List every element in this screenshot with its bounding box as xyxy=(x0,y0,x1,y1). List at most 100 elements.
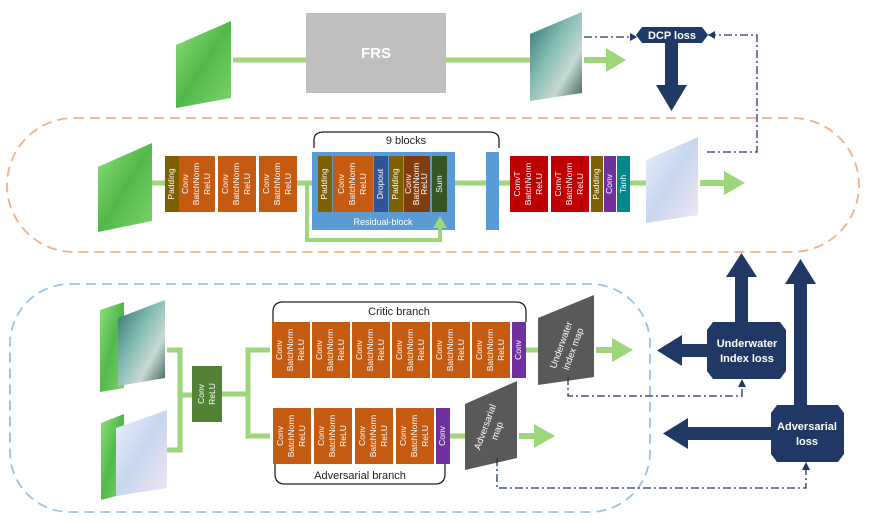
svg-text:ReLU: ReLU xyxy=(358,173,368,195)
residual-conv-block-1: Conv BatchNorm ReLU xyxy=(333,156,373,212)
svg-text:Conv: Conv xyxy=(354,339,364,360)
adversarial-branch-bracket xyxy=(274,464,446,485)
frs-to-loss-arrow xyxy=(584,48,626,72)
svg-text:ReLU: ReLU xyxy=(242,173,252,195)
svg-text:Dropout: Dropout xyxy=(375,168,385,199)
generator-output-image xyxy=(646,137,698,223)
svg-text:Conv: Conv xyxy=(220,173,230,194)
disc-input-image-enhanced xyxy=(101,410,167,500)
svg-text:Conv: Conv xyxy=(357,425,367,446)
svg-text:ReLU: ReLU xyxy=(416,339,426,361)
svg-text:BatchNorm: BatchNorm xyxy=(409,415,419,458)
svg-text:BatchNorm: BatchNorm xyxy=(325,329,335,372)
svg-text:ReLU: ReLU xyxy=(575,173,585,195)
svg-text:ReLU: ReLU xyxy=(338,425,348,447)
residual-skip-connection xyxy=(305,183,442,242)
underwater-map-output-arrow xyxy=(596,338,633,362)
svg-text:BatchNorm: BatchNorm xyxy=(445,329,455,372)
residual-block: Padding Conv BatchNorm ReLU Dropout Padd… xyxy=(312,152,455,230)
svg-text:BatchNorm: BatchNorm xyxy=(485,329,495,372)
adversarial-map: Adversarial map xyxy=(465,381,517,470)
svg-text:Conv: Conv xyxy=(513,339,523,360)
critic-conv-block-3: Conv BatchNorm ReLU xyxy=(352,322,390,378)
svg-text:BatchNorm: BatchNorm xyxy=(327,415,337,458)
map-to-loss-dashdot-links xyxy=(496,377,807,489)
svg-text:ReLU: ReLU xyxy=(336,339,346,361)
svg-text:ReLU: ReLU xyxy=(296,339,306,361)
dcp-dashdot-arrowhead-right xyxy=(708,31,715,39)
svg-text:Padding: Padding xyxy=(390,168,400,199)
svg-text:Padding: Padding xyxy=(166,168,176,199)
svg-text:Conv: Conv xyxy=(474,339,484,360)
generator-conv-block-3: Conv BatchNorm ReLU xyxy=(259,156,297,212)
nine-blocks-bracket xyxy=(313,131,500,148)
svg-text:ReLU: ReLU xyxy=(419,173,429,195)
adversarial-loss-label-1: Adversarial xyxy=(777,421,837,433)
frs-input-image xyxy=(176,21,231,108)
underwater-loss-to-generator-arrow xyxy=(726,253,757,322)
adversarial-loss-to-generator-arrow xyxy=(785,259,816,405)
adversarial-loss-box: Adversarial loss xyxy=(771,405,844,462)
dcp-loss-box: DCP loss xyxy=(636,27,708,43)
adversarial-map-output-arrow xyxy=(519,424,555,448)
svg-text:ConvT: ConvT xyxy=(553,171,563,196)
svg-text:ReLU: ReLU xyxy=(379,425,389,447)
svg-text:Conv: Conv xyxy=(394,339,404,360)
disc-input-arrows xyxy=(167,347,192,453)
svg-text:BatchNorm: BatchNorm xyxy=(564,163,574,206)
disc-branch-arrows xyxy=(222,347,270,439)
frs-output-image xyxy=(530,12,582,101)
svg-text:Conv: Conv xyxy=(261,173,271,194)
adv-conv-block-4: Conv BatchNorm ReLU xyxy=(396,408,434,464)
critic-branch-label: Critic branch xyxy=(368,306,430,318)
discriminator-outline xyxy=(9,283,651,513)
generator-convt-block-2: ConvT BatchNorm ReLU xyxy=(551,156,589,212)
svg-text:Sum: Sum xyxy=(434,175,444,192)
svg-text:BatchNorm: BatchNorm xyxy=(347,163,357,206)
critic-conv-block-6: Conv BatchNorm ReLU xyxy=(472,322,510,378)
residual-conv-block-2: Conv BatchNorm ReLU xyxy=(403,156,430,212)
svg-text:ReLU: ReLU xyxy=(534,173,544,195)
svg-text:ReLU: ReLU xyxy=(207,383,217,405)
svg-text:ReLU: ReLU xyxy=(376,339,386,361)
svg-text:Tanh: Tanh xyxy=(618,175,628,194)
generator-convt-block-1: ConvT BatchNorm ReLU xyxy=(510,156,548,212)
adv-conv-block-1: Conv BatchNorm ReLU xyxy=(273,408,311,464)
critic-branch-bracket xyxy=(272,301,527,322)
svg-text:BatchNorm: BatchNorm xyxy=(285,329,295,372)
adversarial-dashdot-arrowhead xyxy=(802,462,810,470)
underwater-index-loss-label-1: Underwater xyxy=(717,338,778,350)
residual-padding-1: Padding xyxy=(318,156,332,212)
svg-text:ReLU: ReLU xyxy=(456,339,466,361)
adv-output-conv: Conv xyxy=(436,408,450,464)
svg-text:BatchNorm: BatchNorm xyxy=(523,163,533,206)
residual-sum: Sum xyxy=(432,156,447,212)
generator-input-image xyxy=(98,143,152,232)
disc-shared-conv: Conv ReLU xyxy=(192,366,222,422)
adv-conv-block-3: Conv BatchNorm ReLU xyxy=(355,408,393,464)
svg-text:Padding: Padding xyxy=(591,168,601,199)
generator-output-tanh: Tanh xyxy=(617,156,630,212)
svg-text:Conv: Conv xyxy=(316,425,326,446)
svg-text:ReLU: ReLU xyxy=(420,425,430,447)
adv-conv-block-2: Conv BatchNorm ReLU xyxy=(314,408,352,464)
svg-text:Conv: Conv xyxy=(196,383,206,404)
svg-text:BatchNorm: BatchNorm xyxy=(365,329,375,372)
critic-conv-block-5: Conv BatchNorm ReLU xyxy=(432,322,470,378)
adversarial-loss-to-adv-arrow xyxy=(663,418,771,449)
frs-label: FRS xyxy=(361,45,391,62)
disc-input-image-underwater xyxy=(100,300,165,392)
residual-skip-arrowhead xyxy=(433,216,447,228)
nine-blocks-label: 9 blocks xyxy=(386,135,427,147)
residual-padding-2: Padding xyxy=(389,156,403,212)
critic-conv-block-1: Conv BatchNorm ReLU xyxy=(272,322,310,378)
generator-output-conv: Conv xyxy=(604,156,616,212)
critic-output-conv: Conv xyxy=(512,322,526,378)
svg-text:ReLU: ReLU xyxy=(496,339,506,361)
critic-conv-block-4: Conv BatchNorm ReLU xyxy=(392,322,430,378)
svg-text:Conv: Conv xyxy=(275,425,285,446)
generator-padding: Padding xyxy=(165,156,179,212)
svg-text:Conv: Conv xyxy=(336,173,346,194)
svg-text:BatchNorm: BatchNorm xyxy=(231,163,241,206)
